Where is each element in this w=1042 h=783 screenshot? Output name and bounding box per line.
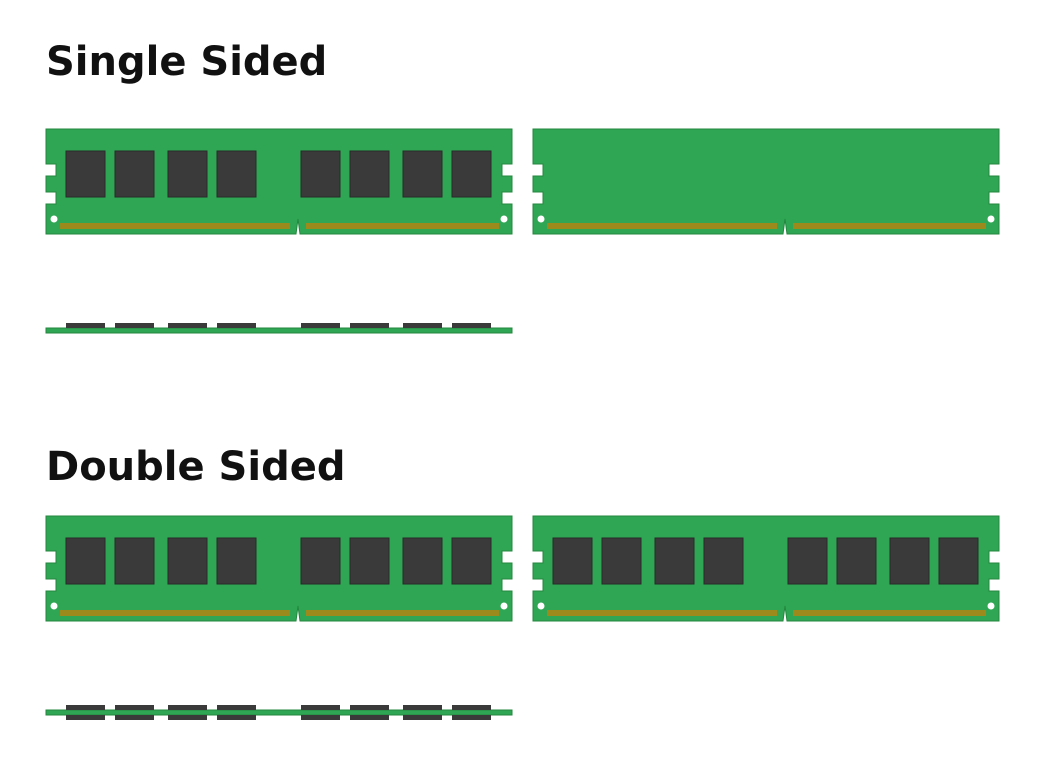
memory-chip [216,150,257,198]
chip-profile-bottom [217,715,256,720]
contact-strip-right [793,610,986,616]
memory-chip [889,537,930,585]
memory-chip [349,537,390,585]
mounting-hole-right [500,602,508,610]
chip-profile-top [452,705,491,710]
memory-chip [300,150,341,198]
contact-strip-right [306,610,499,616]
pcb-edge-profile [45,709,513,716]
memory-chip [787,537,828,585]
memory-chip [601,537,642,585]
memory-chip [300,537,341,585]
contact-strip-left [60,223,290,229]
chip-profile-top [350,705,389,710]
single-sided-back-module [532,128,1000,235]
chip-profile-bottom [403,715,442,720]
chip-profile-top [301,705,340,710]
memory-chip [114,537,155,585]
mounting-hole-right [987,602,995,610]
chip-profile-top [115,705,154,710]
chip-profile-bottom [301,715,340,720]
chip-profile-bottom [350,715,389,720]
memory-chip [167,150,208,198]
memory-chip [938,537,979,585]
memory-chip [65,537,106,585]
chip-profile-top [168,705,207,710]
double-sided-back-module [532,515,1000,622]
memory-chip [65,150,106,198]
double-sided-front-module [45,515,513,622]
contact-strip-left [60,610,290,616]
memory-chip [703,537,744,585]
chip-profile-top [168,323,207,328]
pcb-board [532,128,1000,235]
memory-chip [552,537,593,585]
double-sided-heading: Double Sided [46,444,346,490]
mounting-hole-left [537,215,545,223]
pcb-board [532,515,1000,622]
memory-chip [114,150,155,198]
mounting-hole-right [500,215,508,223]
chip-profile-top [452,323,491,328]
chip-profile-top [217,323,256,328]
memory-chip [654,537,695,585]
memory-chip [167,537,208,585]
memory-chip [402,537,443,585]
chip-profile-top [301,323,340,328]
chip-profile-bottom [66,715,105,720]
chip-profile-top [403,323,442,328]
chip-profile-bottom [452,715,491,720]
chip-profile-top [350,323,389,328]
memory-chip [349,150,390,198]
mounting-hole-right [987,215,995,223]
chip-profile-top [217,705,256,710]
chip-profile-top [403,705,442,710]
pcb-edge-profile [45,327,513,334]
chip-profile-top [115,323,154,328]
contact-strip-right [793,223,986,229]
mounting-hole-left [50,602,58,610]
chip-profile-top [66,323,105,328]
contact-strip-left [547,223,777,229]
memory-chip [451,150,492,198]
chip-profile-bottom [168,715,207,720]
contact-strip-left [547,610,777,616]
chip-profile-bottom [115,715,154,720]
double-sided-side-profile [45,705,513,720]
single-sided-front-module [45,128,513,235]
memory-chip [402,150,443,198]
contact-strip-right [306,223,499,229]
chip-profile-top [66,705,105,710]
pcb-board [45,515,513,622]
memory-chip [451,537,492,585]
single-sided-side-profile [45,323,513,334]
memory-chip [836,537,877,585]
pcb-board [45,128,513,235]
mounting-hole-left [537,602,545,610]
mounting-hole-left [50,215,58,223]
memory-chip [216,537,257,585]
single-sided-heading: Single Sided [46,39,328,85]
